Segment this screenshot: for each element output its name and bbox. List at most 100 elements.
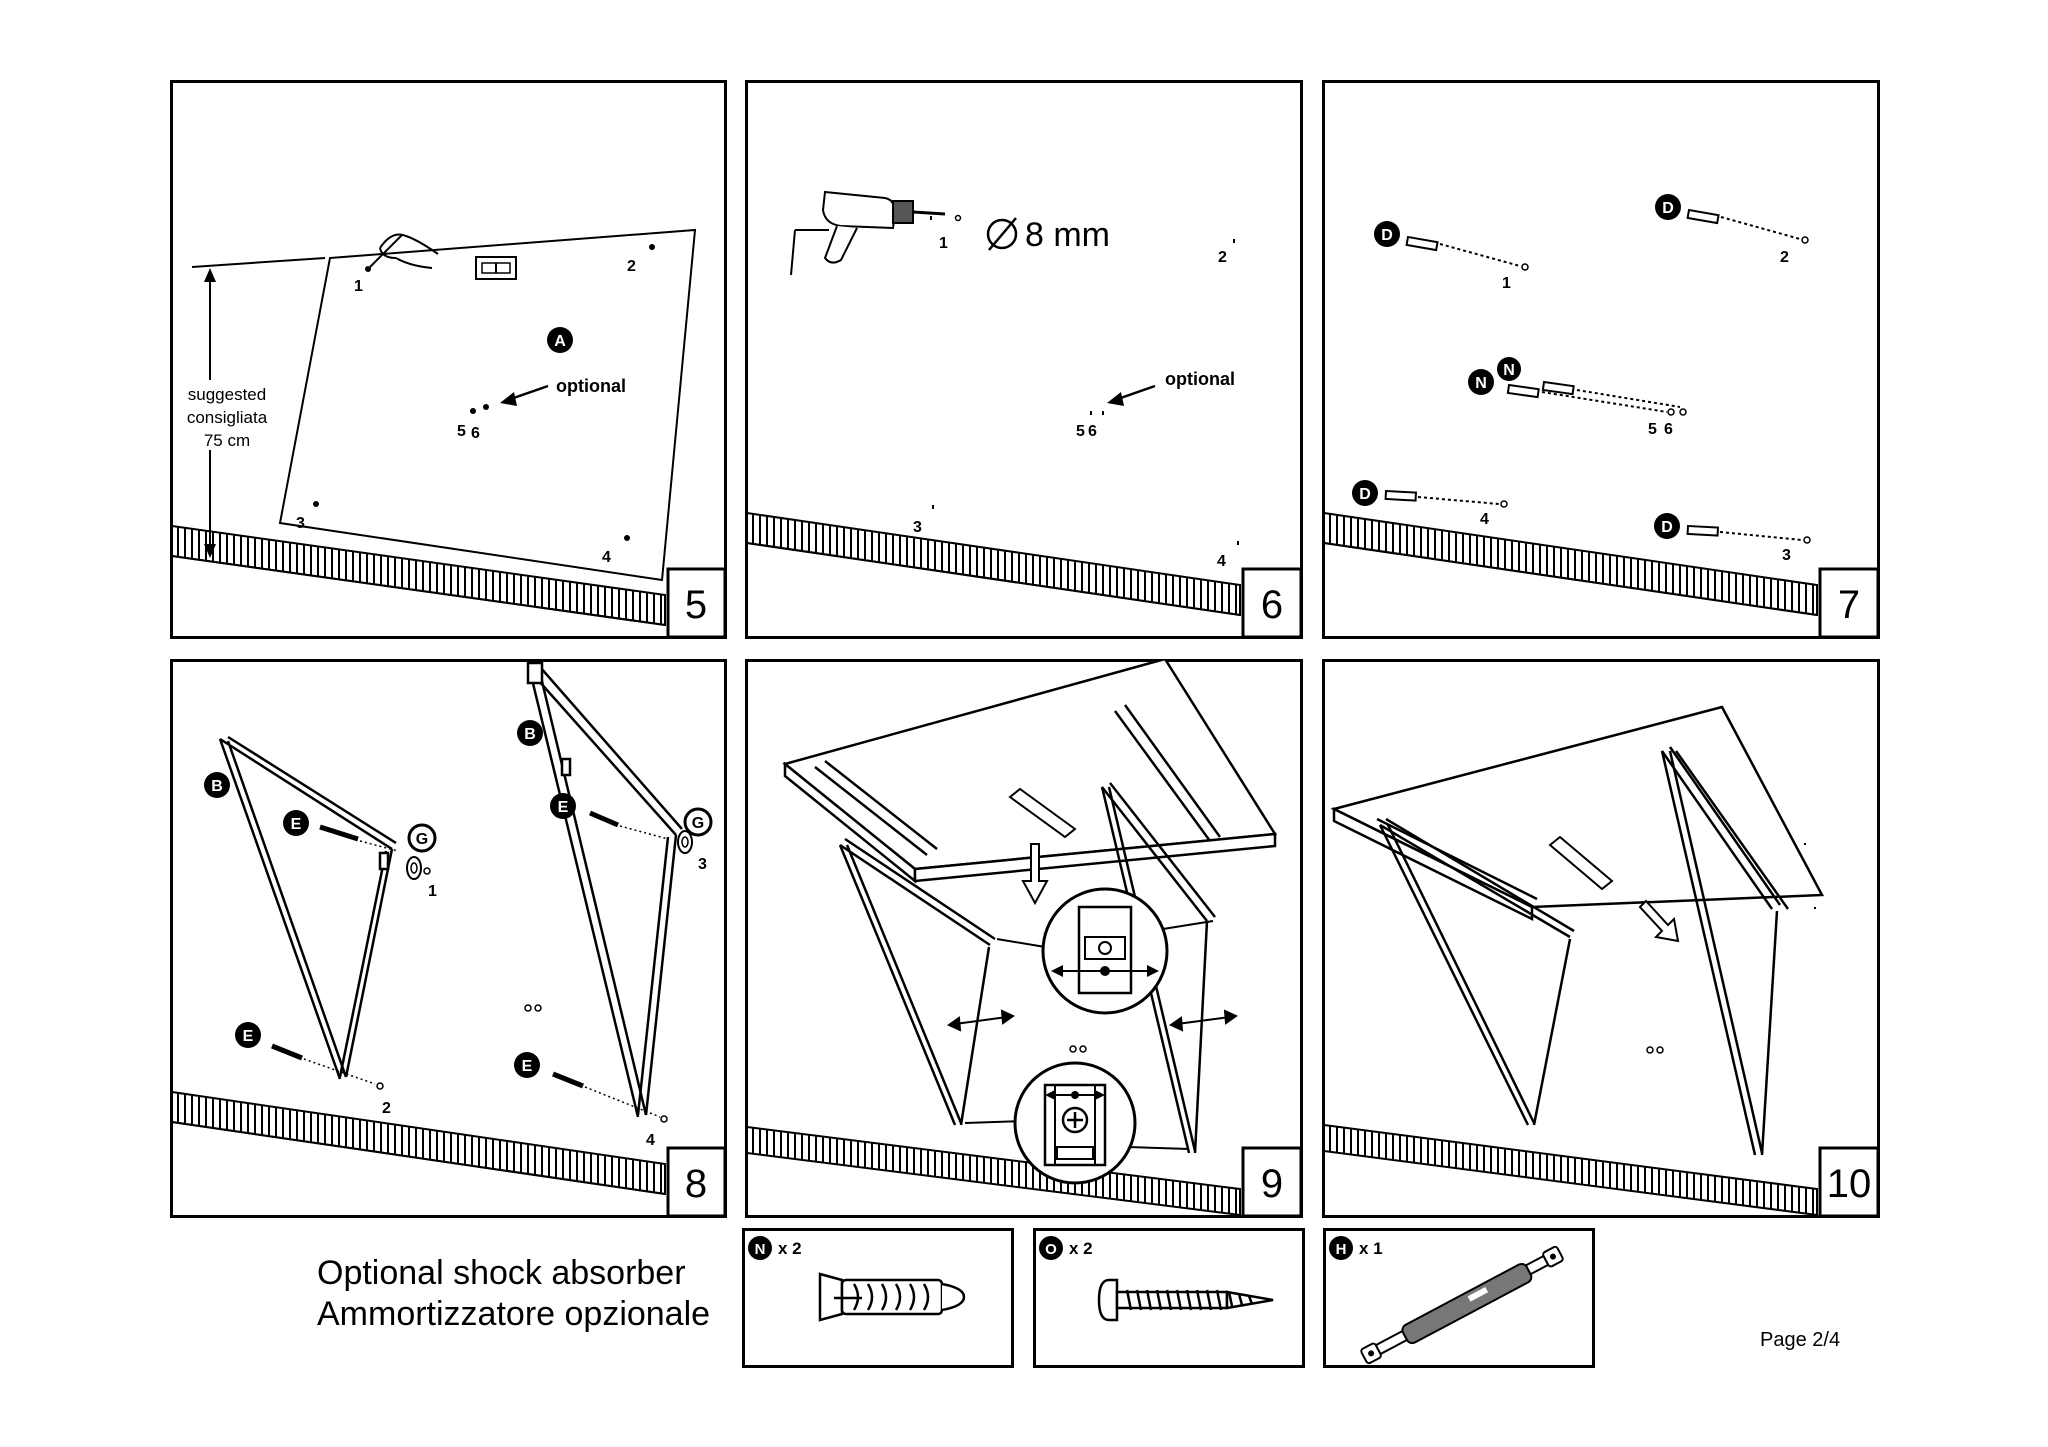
bracket-right: [1660, 746, 1790, 1156]
hole-label-3: 3: [296, 515, 305, 532]
height-label-line2: consigliata: [187, 408, 268, 427]
step-7-panel: D 1 D 2 N N 5 6 D 4 D 3 7: [1322, 80, 1880, 639]
hole-label-1: 1: [354, 278, 363, 295]
step-10-panel: 10: [1322, 659, 1880, 1218]
height-label-line3: 75 cm: [204, 431, 250, 450]
step-number: 5: [685, 583, 707, 627]
hole-label-6: 6: [471, 425, 480, 442]
hole-label-5: 5: [1076, 423, 1085, 440]
washer-g-1: [406, 856, 431, 880]
screw-e-2: [271, 1043, 384, 1090]
screw-icon: [1097, 1278, 1274, 1322]
step-number: 9: [1261, 1162, 1283, 1206]
part-g-letter-2: G: [692, 815, 704, 832]
step-number: 8: [685, 1162, 707, 1206]
part-e-letter-2: E: [243, 1028, 254, 1045]
detail-circle-top: [996, 887, 1214, 1015]
optional-label: optional: [556, 376, 626, 396]
hole-label-6: 6: [1088, 423, 1097, 440]
step-9-panel: 9: [745, 659, 1303, 1218]
hole-label-4: 4: [1480, 511, 1489, 528]
wall-plug-d2: [1655, 194, 1809, 244]
drill-icon: [790, 190, 946, 276]
bracket-right: [526, 661, 683, 1118]
part-n-box: N x 2: [742, 1228, 1014, 1368]
part-g-letter-1: G: [416, 831, 428, 848]
part-h-quantity: x 1: [1359, 1239, 1383, 1258]
drilling-template: [278, 228, 697, 582]
step-number: 6: [1261, 583, 1283, 627]
part-n-letter-2: N: [1503, 362, 1515, 379]
gas-spring-icon: [1360, 1245, 1564, 1365]
hole-label-2: 2: [382, 1100, 391, 1117]
step-number: 10: [1827, 1162, 1872, 1206]
bracket-left: [1378, 817, 1575, 1126]
caption-line-2: Ammortizzatore opzionale: [317, 1295, 711, 1333]
hole-label-5: 5: [1648, 421, 1657, 438]
direction-arrow: [1638, 899, 1680, 943]
washer-g-2: [677, 830, 693, 854]
part-n-quantity: x 2: [778, 1239, 802, 1258]
part-o-box: O x 2: [1033, 1228, 1305, 1368]
hole-label-2: 2: [1218, 249, 1227, 266]
hole-marks: [930, 216, 1239, 545]
mounting-plate: [1548, 835, 1614, 891]
wall-plug-d4: [1352, 480, 1508, 508]
screw-e-4: [552, 1071, 668, 1123]
part-d-letter-3: D: [1661, 519, 1673, 536]
part-d-letter-1: D: [1381, 227, 1393, 244]
wall-plug-n: [1468, 355, 1687, 416]
mounting-plate: [1008, 787, 1077, 839]
part-a-letter: A: [554, 333, 566, 350]
hole-label-4: 4: [646, 1132, 655, 1149]
diameter-icon: [986, 217, 1018, 251]
bracket-left: [218, 735, 397, 1080]
skirting-board: [1323, 1123, 1818, 1217]
hole-label-4: 4: [1217, 553, 1226, 570]
part-b-letter-1: B: [211, 778, 223, 795]
step-number: 7: [1838, 583, 1860, 627]
down-arrow: [1021, 843, 1049, 906]
shelf-board: [782, 659, 1278, 884]
hand-pencil-icon: [369, 233, 439, 269]
hole-label-3: 3: [913, 519, 922, 536]
hole-label-4: 4: [602, 549, 611, 566]
wall-plug-d1: [1374, 221, 1529, 271]
part-b-letter-2: B: [524, 726, 536, 743]
part-h-letter: H: [1336, 1241, 1347, 1258]
optional-arrow: [1107, 384, 1156, 406]
part-o-quantity: x 2: [1069, 1239, 1093, 1258]
hole-marks: [313, 244, 655, 541]
step-6-panel: 8 mm 1 2 3 4 5 6 optional 6: [745, 80, 1303, 639]
spirit-level-icon: [475, 256, 517, 280]
part-d-letter-2: D: [1662, 200, 1674, 217]
step-5-panel: suggested consigliata 75 cm 1 2 3 4 5 6 …: [170, 80, 727, 639]
page-number: Page 2/4: [1760, 1329, 1841, 1351]
wall-plug-icon: [818, 1272, 966, 1322]
step-8-panel: B E G E 1 2 B E G E 3 4 8: [170, 659, 727, 1218]
hole-label-5: 5: [457, 423, 466, 440]
detail-circle-bottom: [964, 1061, 1190, 1185]
part-d-letter-4: D: [1359, 486, 1371, 503]
part-n-letter: N: [755, 1241, 766, 1258]
hole-label-3: 3: [1782, 547, 1791, 564]
screw-e-1: [319, 824, 399, 852]
part-e-letter-3: E: [558, 799, 569, 816]
hole-label-1: 1: [1502, 275, 1511, 292]
part-h-box: H x 1: [1323, 1228, 1595, 1368]
part-e-letter-4: E: [522, 1058, 533, 1075]
hole-label-6: 6: [1664, 421, 1673, 438]
screw-e-3: [589, 810, 669, 840]
part-n-letter-1: N: [1475, 375, 1487, 392]
adjust-arrow-left: [946, 1009, 1016, 1032]
hole-label-1: 1: [428, 883, 437, 900]
part-e-letter-1: E: [291, 816, 302, 833]
optional-arrow: [500, 384, 549, 406]
adjust-arrow-right: [1168, 1009, 1239, 1032]
height-label-line1: suggested: [188, 385, 266, 404]
hole-label-1: 1: [939, 235, 948, 252]
hole-label-2: 2: [627, 258, 636, 275]
hole-label-2: 2: [1780, 249, 1789, 266]
drill-size: 8 mm: [1025, 216, 1110, 254]
bracket-left: [838, 837, 996, 1126]
